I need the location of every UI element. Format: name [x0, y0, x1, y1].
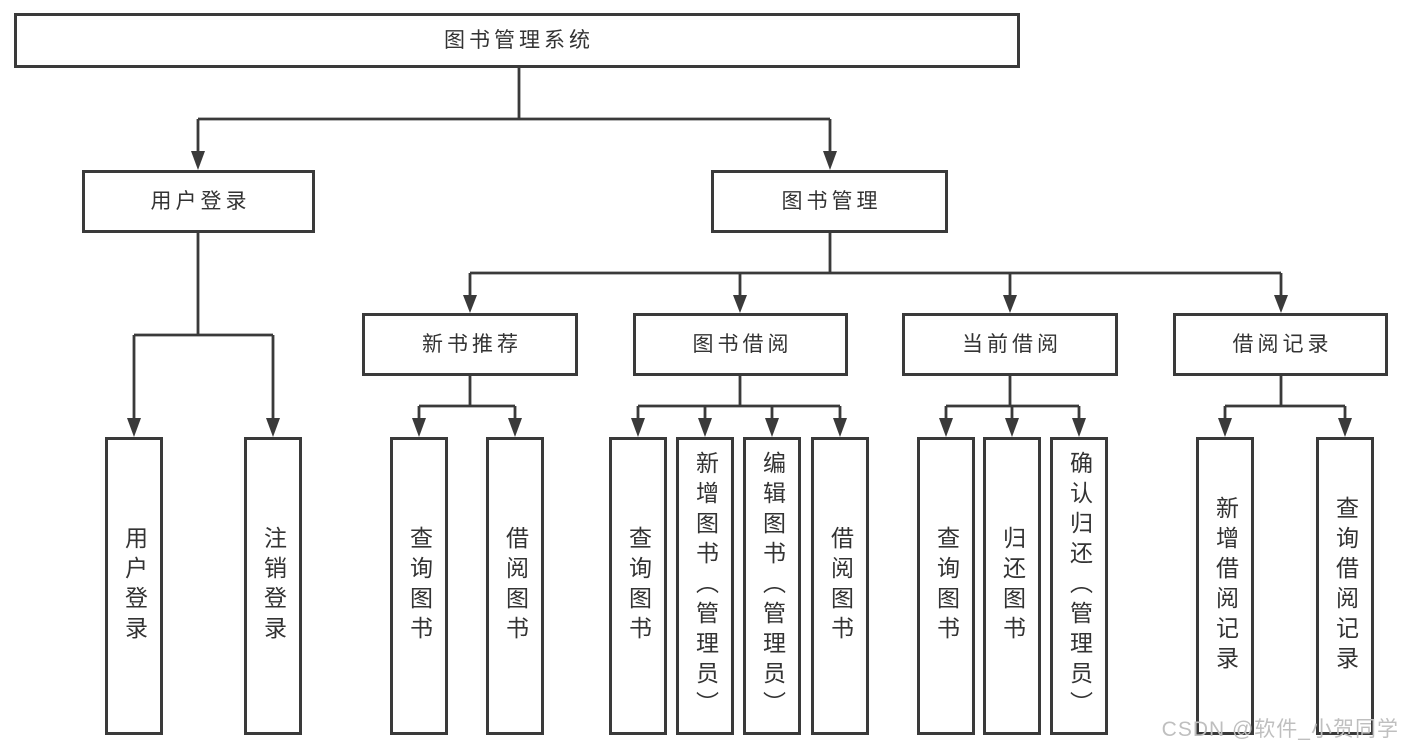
- leaf-recommend-borrow-books: 借阅图书: [486, 437, 544, 735]
- node-book-borrowing: 图书借阅: [633, 313, 848, 376]
- node-new-book-recommend: 新书推荐: [362, 313, 578, 376]
- leaf-borrowing-add-books-admin: 新增图书（管理员）: [676, 437, 734, 735]
- leaf-logout: 注销登录: [244, 437, 302, 735]
- node-user-login: 用户登录: [82, 170, 315, 233]
- node-library-management-system: 图书管理系统: [14, 13, 1020, 68]
- leaf-current-confirm-return-admin: 确认归还（管理员）: [1050, 437, 1108, 735]
- leaf-current-return-books: 归还图书: [983, 437, 1041, 735]
- leaf-records-query-borrow-record: 查询借阅记录: [1316, 437, 1374, 735]
- node-borrow-records: 借阅记录: [1173, 313, 1388, 376]
- leaf-recommend-query-books: 查询图书: [390, 437, 448, 735]
- arrowheads: [127, 151, 1352, 437]
- leaf-borrowing-borrow-books: 借阅图书: [811, 437, 869, 735]
- node-book-management: 图书管理: [711, 170, 948, 233]
- leaf-current-query-books: 查询图书: [917, 437, 975, 735]
- leaf-borrowing-edit-books-admin: 编辑图书（管理员）: [743, 437, 801, 735]
- leaf-borrowing-query-books: 查询图书: [609, 437, 667, 735]
- watermark: CSDN @软件_小贺同学: [1161, 718, 1399, 741]
- node-current-borrowing: 当前借阅: [902, 313, 1118, 376]
- leaf-user-login: 用户登录: [105, 437, 163, 735]
- leaf-records-add-borrow-record: 新增借阅记录: [1196, 437, 1254, 735]
